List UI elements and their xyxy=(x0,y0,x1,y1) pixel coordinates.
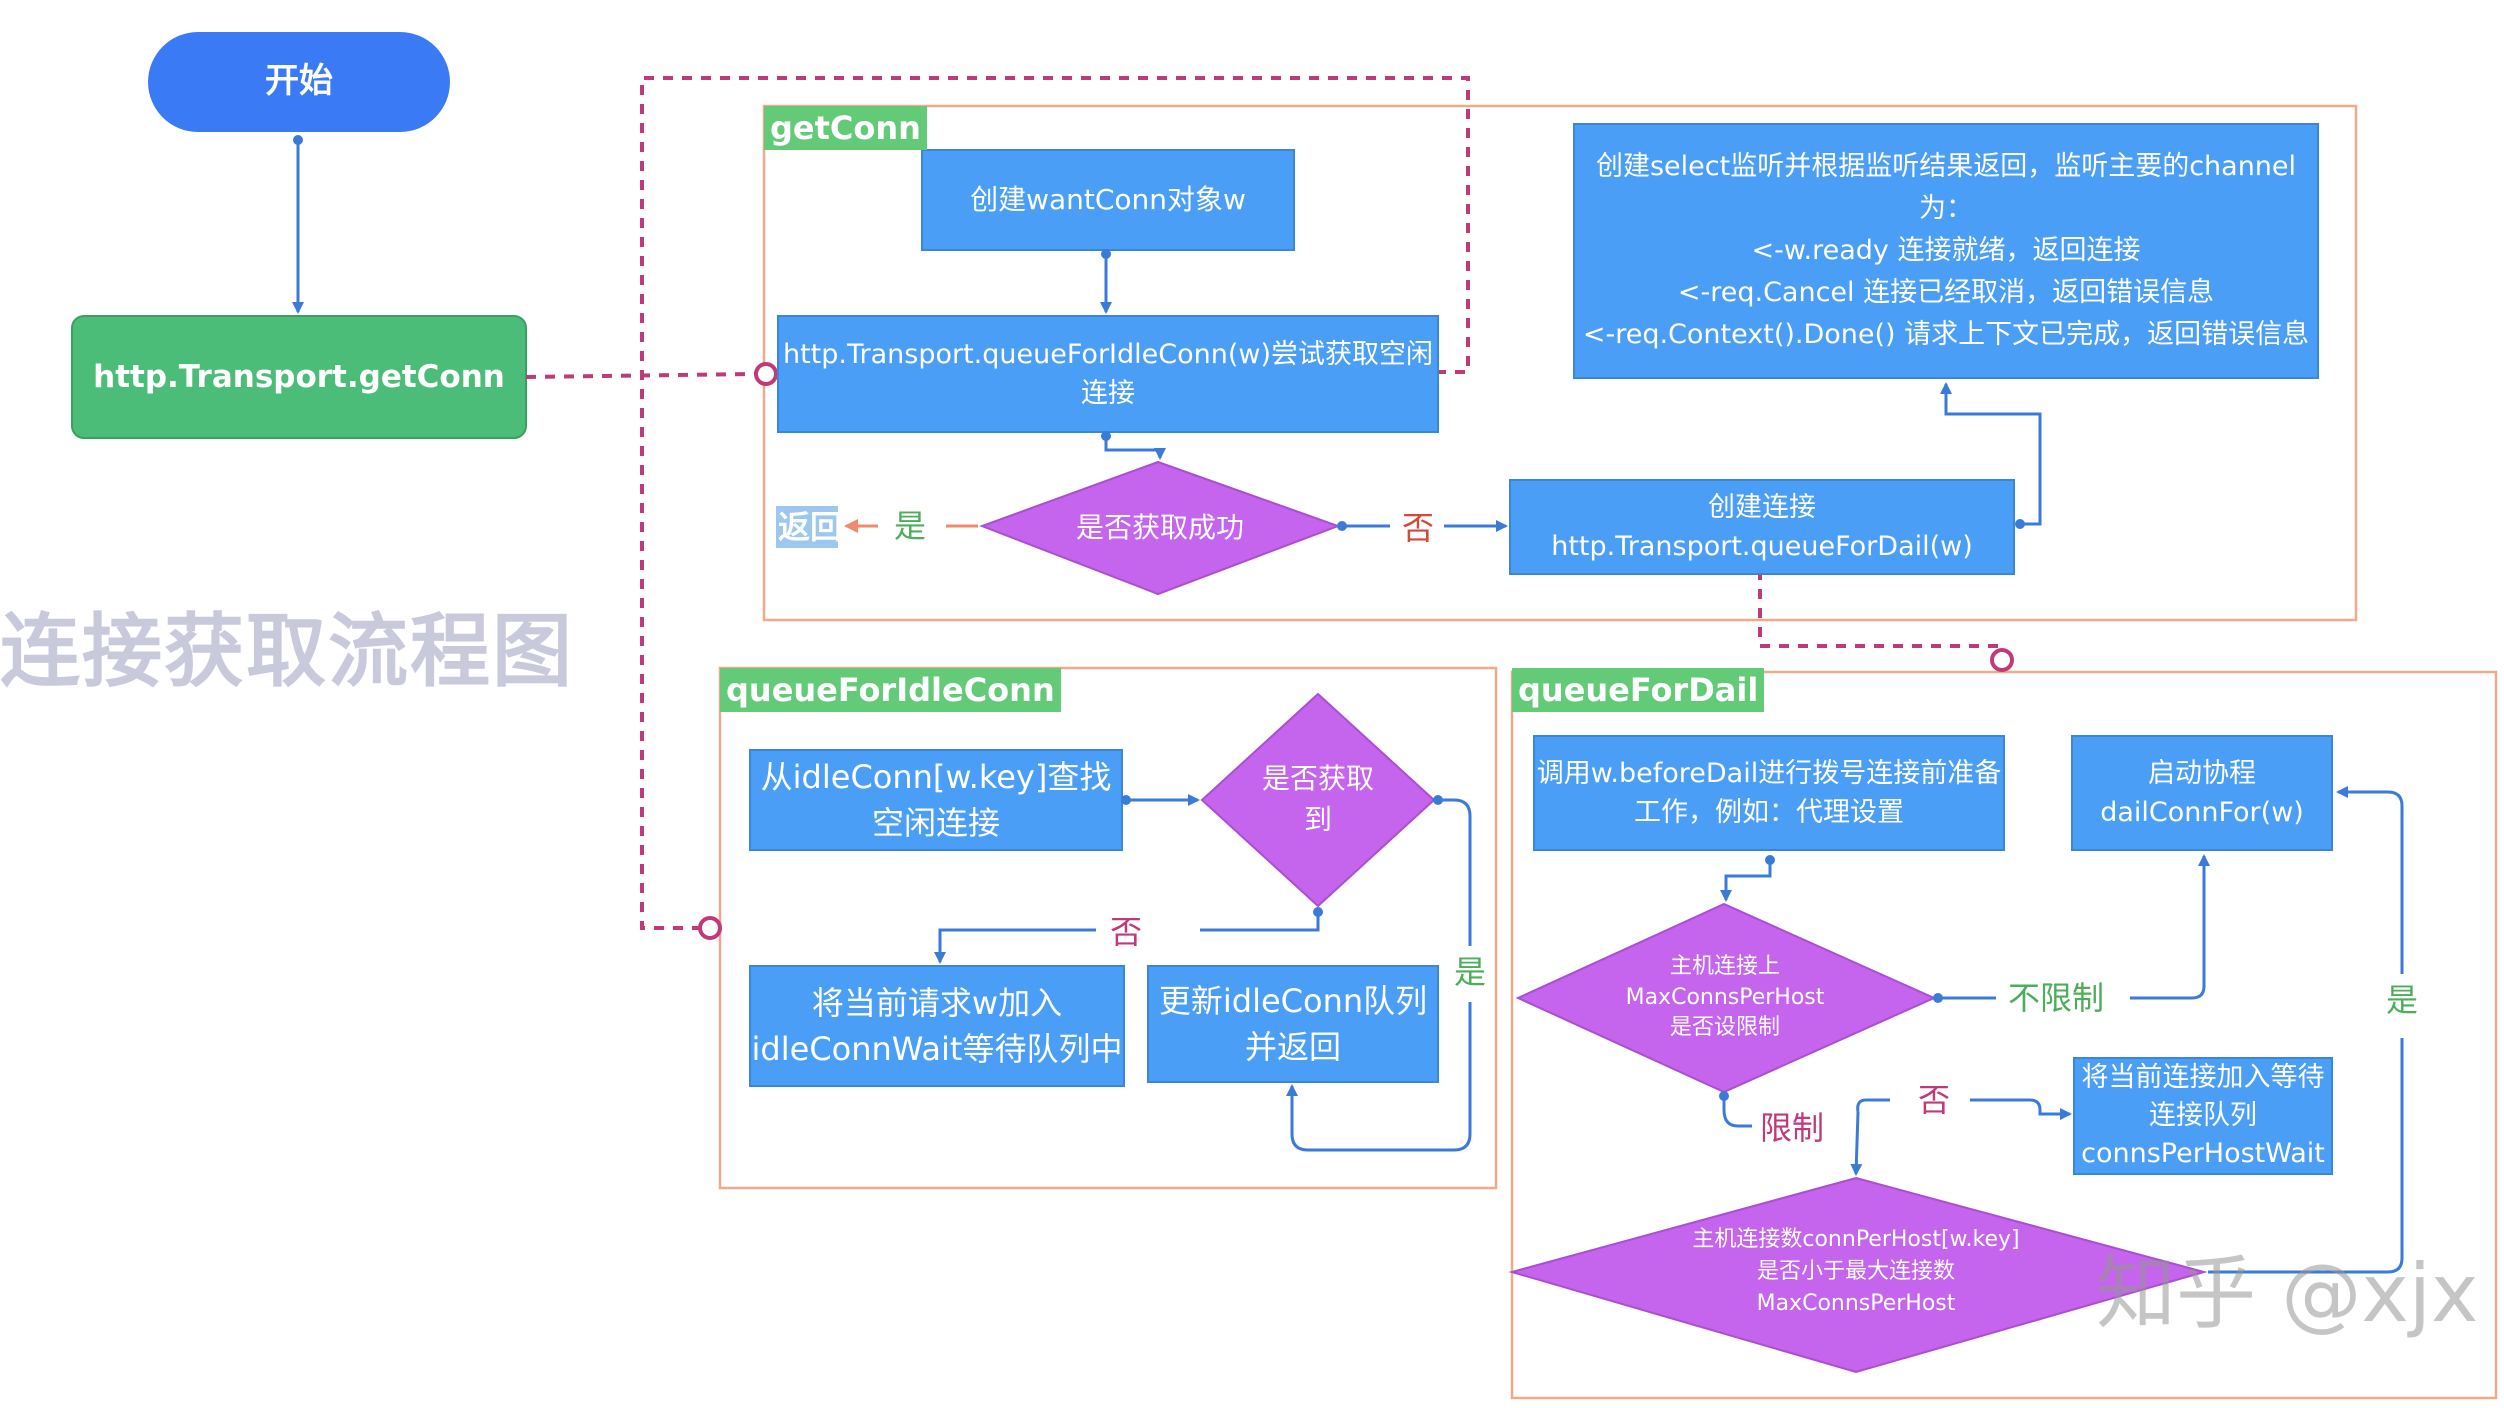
watermark: 知乎 @xjx xyxy=(2096,1247,2479,1340)
idle-decision-shape xyxy=(1200,692,1436,908)
count-decision-shape xyxy=(1508,1176,2208,1374)
idle-decision-line1: 是否获取 xyxy=(1261,762,1374,796)
update-idle-shape xyxy=(1147,965,1439,1083)
select-line-1: 创建select监听并根据监听结果返回，监听主要的channel xyxy=(1595,151,2297,183)
idle-decision-line2: 到 xyxy=(1303,803,1332,836)
queuefordail-group-border xyxy=(1510,670,2498,1400)
limit-decision-node: 主机连接上 MaxConnsPerHost 是否设限制 xyxy=(1560,930,1890,1066)
idle-yes-label: 是 xyxy=(1454,953,1487,991)
update-idle-node: 更新idleConn队列 并返回 xyxy=(1148,966,1438,1082)
start-routine-line1: 启动协程 xyxy=(2148,757,2256,789)
getconn-arrows xyxy=(1100,254,2042,532)
count-decision-line2: 是否小于最大连接数 xyxy=(1756,1259,1955,1285)
create-wantconn-shape xyxy=(921,149,1295,251)
create-conn-node: 创建连接 http.Transport.queueForDail(w) xyxy=(1510,480,2014,574)
limit-decision-line1: 主机连接上 xyxy=(1669,953,1780,979)
getconn-decision-node: 是否获取成功 xyxy=(982,462,1338,594)
add-idle-wait-line2: idleConnWait等待队列中 xyxy=(751,1030,1123,1068)
idle-arrows xyxy=(934,794,1472,1152)
dail-unlimited-label: 不限制 xyxy=(2008,979,2105,1017)
start-node-label: 开始 xyxy=(265,61,333,102)
add-host-wait-line1: 将当前连接加入等待 xyxy=(2081,1062,2325,1094)
dail-yes-label: 是 xyxy=(2386,981,2419,1019)
prepare-shape xyxy=(1533,735,2005,851)
create-wantconn-node: 创建wantConn对象w xyxy=(922,150,1294,250)
find-idle-node: 从idleConn[w.key]查找 空闲连接 xyxy=(750,750,1122,850)
start-routine-node: 启动协程 dailConnFor(w) xyxy=(2072,736,2332,850)
update-idle-line1: 更新idleConn队列 xyxy=(1158,981,1428,1020)
entry-node-label: http.Transport.getConn xyxy=(93,358,505,395)
add-host-wait-shape xyxy=(2073,1057,2333,1175)
idle-arrow-dots xyxy=(1121,795,1443,917)
queue-idle-node: http.Transport.queueForIdleConn(w)尝试获取空闲… xyxy=(778,316,1438,432)
getconn-yes-label: 是 xyxy=(894,507,927,545)
create-conn-shape xyxy=(1509,479,2015,575)
prepare-node: 调用w.beforeDail进行拨号连接前准备 工作，例如：代理设置 xyxy=(1534,736,2004,850)
getconn-arrow-dots xyxy=(1101,249,2025,531)
select-line-2: 为： xyxy=(1919,193,1973,225)
getconn-decision-shape xyxy=(979,460,1341,596)
add-host-wait-node: 将当前连接加入等待 连接队列 connsPerHostWait xyxy=(2074,1058,2332,1174)
select-line-5: <-req.Context().Done() 请求上下文已完成，返回错误信息 xyxy=(1582,318,2310,350)
idle-no-label: 否 xyxy=(1110,913,1143,951)
find-idle-line1: 从idleConn[w.key]查找 xyxy=(760,757,1112,796)
entry-node: http.Transport.getConn xyxy=(72,316,526,438)
limit-decision-line3: 是否设限制 xyxy=(1669,1015,1780,1041)
select-node: 创建select监听并根据监听结果返回，监听主要的channel 为： <-w.… xyxy=(1574,124,2318,378)
select-shape xyxy=(1573,123,2319,379)
getconn-decision-label: 是否获取成功 xyxy=(1075,510,1244,544)
return-label-bg xyxy=(776,506,838,548)
limit-decision-line2: MaxConnsPerHost xyxy=(1625,984,1825,1010)
start-node: 开始 xyxy=(148,32,450,132)
select-line-4: <-req.Cancel 连接已经取消，返回错误信息 xyxy=(1677,276,2215,308)
count-decision-line3: MaxConnsPerHost xyxy=(1756,1290,1956,1316)
start-node-shape xyxy=(148,32,450,132)
add-host-wait-line3: connsPerHostWait xyxy=(2081,1137,2325,1169)
add-host-wait-line2: 连接队列 xyxy=(2149,1100,2257,1132)
dashed-connector-ends xyxy=(698,362,2014,940)
count-decision-node: 主机连接数connPerHost[w.key] 是否小于最大连接数 MaxCon… xyxy=(1620,1210,2092,1334)
dashed-connectors xyxy=(525,76,2002,930)
add-idle-wait-shape xyxy=(749,965,1125,1087)
dail-arrow-dots xyxy=(1719,855,1943,1101)
find-idle-shape xyxy=(749,749,1123,851)
create-wantconn-label: 创建wantConn对象w xyxy=(970,182,1246,216)
count-decision-line1: 主机连接数connPerHost[w.key] xyxy=(1692,1227,2020,1253)
queue-idle-line2: 连接 xyxy=(1081,378,1135,409)
dail-arrows xyxy=(1720,786,2404,1274)
add-idle-wait-node: 将当前请求w加入 idleConnWait等待队列中 xyxy=(750,966,1124,1086)
update-idle-line2: 并返回 xyxy=(1244,1028,1341,1066)
create-conn-line2: http.Transport.queueForDail(w) xyxy=(1551,531,1973,562)
start-routine-line2: dailConnFor(w) xyxy=(2100,797,2304,828)
select-line-3: <-w.ready 连接就绪，返回连接 xyxy=(1751,235,2141,267)
start-routine-shape xyxy=(2071,735,2333,851)
diagram-title: 连接获取流程图 xyxy=(0,605,574,698)
dail-no-label: 否 xyxy=(1918,1081,1951,1119)
prepare-line2: 工作，例如：代理设置 xyxy=(1634,797,1904,828)
queue-idle-line1: http.Transport.queueForIdleConn(w)尝试获取空闲 xyxy=(782,338,1434,370)
prepare-line1: 调用w.beforeDail进行拨号连接前准备 xyxy=(1536,757,2002,789)
getconn-group-label: getConn xyxy=(764,106,927,150)
return-label: 返回 xyxy=(778,508,843,546)
create-conn-line1: 创建连接 xyxy=(1708,491,1816,523)
find-idle-line2: 空闲连接 xyxy=(871,804,1000,842)
queue-idle-shape xyxy=(777,315,1439,433)
queueforidleconn-group-label: queueForIdleConn xyxy=(720,668,1061,712)
dail-limited-label: 限制 xyxy=(1760,1109,1825,1147)
idle-decision-node: 是否获取 到 xyxy=(1202,694,1434,906)
add-idle-wait-line1: 将当前请求w加入 xyxy=(811,983,1063,1022)
queuefordail-group-label: queueForDail xyxy=(1512,668,1765,712)
getconn-no-label: 否 xyxy=(1402,509,1435,547)
